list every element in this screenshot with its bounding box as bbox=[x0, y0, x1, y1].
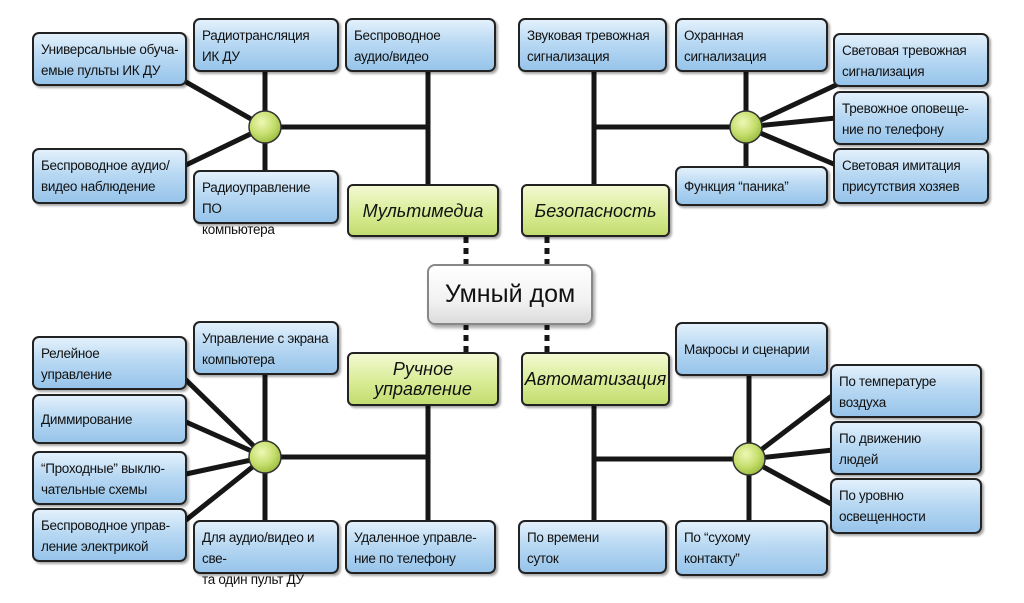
node-universal-ir-remotes: Универсальные обуча- емые пульты ИК ДУ bbox=[32, 32, 187, 86]
node-wireless-av: Беспроводное аудио/видео bbox=[345, 18, 496, 72]
category-automation: Автоматизация bbox=[521, 352, 670, 406]
node-panic-function: Функция “паника” bbox=[675, 166, 828, 206]
node-wireless-surveillance: Беспроводное аудио/ видео наблюдение bbox=[32, 148, 187, 204]
node-by-temperature: По температуре воздуха bbox=[830, 364, 982, 418]
node-by-light-level: По уровню освещенности bbox=[830, 478, 982, 534]
node-presence-imitation: Световая имитация присутствия хозяев bbox=[833, 148, 989, 204]
hub-manual bbox=[248, 440, 282, 474]
hub-automation bbox=[732, 442, 766, 476]
node-by-time: По времени суток bbox=[518, 520, 667, 574]
node-macros-scenarios: Макросы и сценарии bbox=[675, 322, 828, 376]
hub-security bbox=[729, 110, 763, 144]
node-pc-screen-control: Управление с экрана компьютера bbox=[193, 321, 339, 375]
node-phone-alert: Тревожное оповеще- ние по телефону bbox=[833, 91, 989, 145]
center-node-smart-home: Умный дом bbox=[427, 264, 593, 325]
node-ir-relay: Радиотрансляция ИК ДУ bbox=[193, 18, 339, 72]
node-by-dry-contact: По “сухому контакту” bbox=[675, 520, 828, 576]
node-by-motion: По движению людей bbox=[830, 421, 982, 475]
hub-multimedia bbox=[248, 110, 282, 144]
node-relay-control: Релейное управление bbox=[32, 336, 187, 390]
category-manual-control: Ручное управление bbox=[347, 352, 499, 406]
category-multimedia: Мультимедиа bbox=[347, 184, 499, 237]
node-phone-remote-control: Удаленное управле- ние по телефону bbox=[345, 520, 496, 574]
node-one-remote: Для аудио/видео и све- та один пульт ДУ bbox=[193, 520, 339, 587]
node-pass-through-switches: “Проходные” выклю- чательные схемы bbox=[32, 451, 187, 505]
node-pc-radio-control: Радиоуправление ПО компьютера bbox=[193, 170, 339, 237]
node-dimming: Диммирование bbox=[32, 394, 187, 444]
node-wireless-electric-control: Беспроводное управ- ление электрикой bbox=[32, 508, 187, 562]
node-guard-alarm: Охранная сигнализация bbox=[675, 18, 828, 72]
node-sound-alarm: Звуковая тревожная сигнализация bbox=[518, 18, 667, 72]
category-security: Безопасность bbox=[521, 184, 670, 237]
node-light-alarm: Световая тревожная сигнализация bbox=[833, 33, 989, 87]
